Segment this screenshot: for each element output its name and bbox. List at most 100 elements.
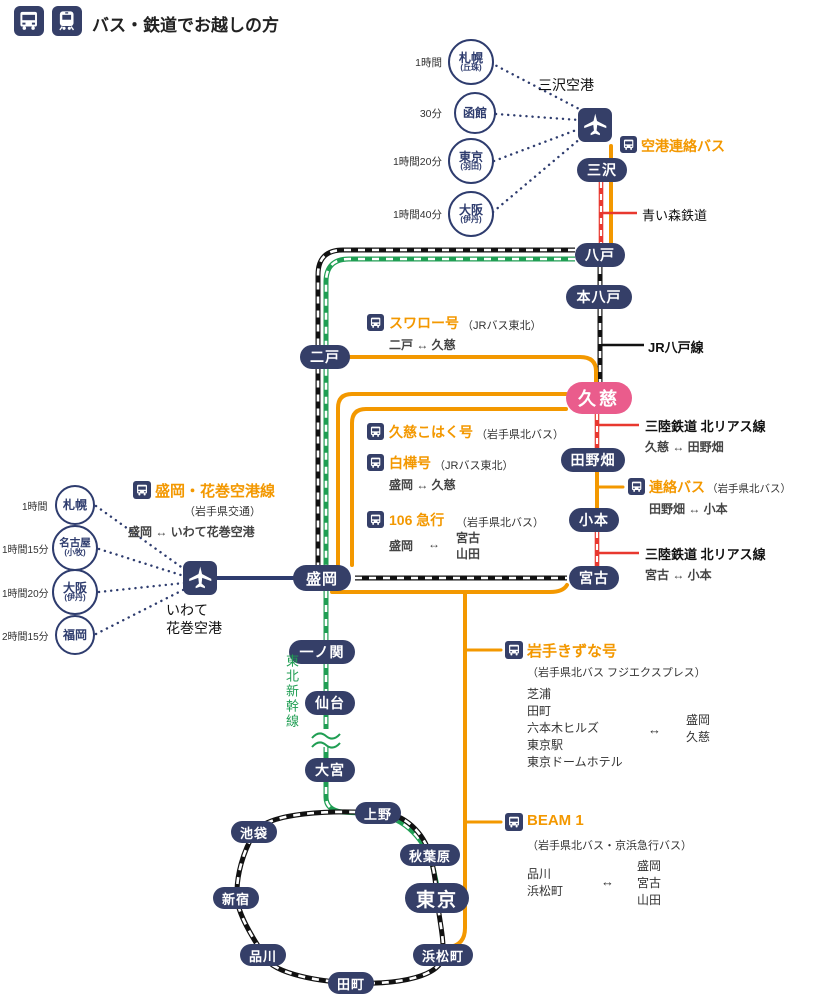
flight-city-note: (伊丹) — [64, 593, 86, 603]
route-arrow: ↔ — [601, 874, 614, 889]
hanamaki-airport-label-line1: いわて — [166, 602, 208, 618]
station-ikebukuro: 池袋 — [231, 821, 277, 843]
swallow-bus-label: スワロー号 — [389, 315, 459, 331]
flight-city-osaka-itami-2: 大阪 (伊丹) — [52, 569, 98, 615]
kizuna-stop: 六本木ヒルズ — [527, 721, 600, 735]
shinkansen-label: 東北新幹線 — [284, 654, 299, 729]
kizuna-dest: 盛岡 — [686, 713, 711, 727]
renraku-bus-operator: （岩手県北バス） — [707, 483, 791, 495]
bus-icon — [14, 6, 44, 36]
kizuna-stops: 芝浦 田町 六本木ヒルズ 東京駅 東京ドームホテル — [527, 686, 623, 771]
hanamaki-airport-label-line2: 花巻空港 — [166, 620, 222, 636]
flight-city-note: (丘珠) — [460, 63, 482, 73]
flight-city-label: 大阪 — [62, 580, 87, 595]
bus-icon — [367, 423, 384, 440]
beam1-dest: 宮古 — [637, 876, 662, 890]
flight-duration: 1時間20分 — [392, 156, 442, 168]
station-tanohata: 田野畑 — [561, 448, 625, 472]
beam1-dest: 山田 — [637, 893, 662, 907]
beam1-dest: 盛岡 — [637, 859, 662, 873]
kohaku-bus-operator: （岩手県北バス） — [476, 429, 564, 441]
bus-icon — [367, 511, 384, 528]
station-ueno: 上野 — [355, 802, 401, 824]
shirakaba-bus-operator: （JRバス東北） — [434, 460, 514, 472]
train-icon — [52, 6, 82, 36]
flight-city-hakodate: 函館 — [454, 92, 496, 134]
bus-icon — [620, 136, 637, 153]
shirakaba-bus-route: 盛岡 ↔ 久慈 — [389, 478, 456, 492]
kizuna-stop: 東京ドームホテル — [527, 755, 623, 769]
flight-city-sapporo: 札幌 — [55, 485, 95, 525]
airplane-icon — [578, 108, 612, 142]
flight-city-label: 福岡 — [62, 627, 87, 642]
misawa-airport-label: 三沢空港 — [538, 77, 594, 93]
flight-city-label: 札幌 — [62, 497, 87, 512]
station-morioka: 盛岡 — [293, 565, 351, 591]
station-misawa: 三沢 — [577, 158, 627, 182]
kizuna-stop: 東京駅 — [527, 738, 564, 752]
airplane-icon — [183, 561, 217, 595]
hanamaki-airport-line-operator: （岩手県交通） — [184, 506, 261, 518]
flight-duration: 2時間15分 — [2, 632, 49, 643]
flight-city-sapporo-okadama: 札幌 (丘珠) — [448, 39, 494, 85]
flight-duration: 1時間 — [22, 502, 48, 513]
express-106-label: 106 急行 — [389, 512, 445, 528]
jr-trunk-line — [315, 247, 575, 565]
aoimori-railway-label: 青い森鉄道 — [642, 208, 708, 223]
swallow-bus-route: 二戸 ↔ 久慈 — [389, 338, 456, 352]
express-106-bus-line — [330, 583, 569, 594]
bus-icon — [505, 641, 523, 659]
beam1-stops: 品川 浜松町 — [527, 866, 563, 900]
beam1-stop: 品川 — [527, 867, 552, 881]
bus-icon — [367, 314, 384, 331]
tohoku-shinkansen-line — [323, 256, 575, 887]
kizuna-stop: 芝浦 — [527, 687, 552, 701]
renraku-bus-label: 連絡バス — [649, 479, 705, 495]
swallow-bus-line — [348, 355, 598, 385]
flight-city-note: (小牧) — [64, 548, 86, 558]
sanriku-lower-label: 三陸鉄道 北リアス線 — [645, 547, 766, 562]
flight-city-tokyo-haneda: 東京 (羽田) — [448, 138, 494, 184]
bus-icon — [367, 454, 384, 471]
swallow-bus-operator: （JRバス東北） — [462, 320, 542, 332]
station-shinjuku: 新宿 — [213, 887, 259, 909]
flight-city-nagoya-komaki: 名古屋 (小牧) — [52, 525, 98, 571]
shirakaba-bus-line — [350, 407, 568, 567]
flight-city-note: (伊丹) — [460, 215, 482, 225]
beam1-bus-label: BEAM 1 — [527, 812, 584, 829]
page-title: バス・鉄道でお越しの方 — [92, 16, 279, 35]
station-ichinoseki: 一ノ関 — [289, 640, 355, 664]
route-arrow: ↔ — [648, 722, 661, 737]
station-omoto: 小本 — [569, 508, 619, 532]
station-kuji: 久慈 — [566, 382, 632, 414]
bus-icon — [133, 481, 151, 499]
shirakaba-bus-label: 白樺号 — [389, 455, 431, 471]
bus-icon — [505, 813, 523, 831]
express-106-from: 盛岡 — [389, 539, 414, 553]
flight-city-label: 函館 — [462, 105, 487, 120]
station-akihabara: 秋葉原 — [400, 844, 460, 866]
sanriku-lower-route: 宮古 ↔ 小本 — [645, 568, 712, 582]
renraku-bus-route: 田野畑 ↔ 小本 — [649, 502, 728, 516]
line-break-mark — [310, 729, 342, 749]
beam1-stop: 浜松町 — [527, 884, 564, 898]
station-omiya: 大宮 — [305, 758, 355, 782]
station-hamamatsucho: 浜松町 — [413, 944, 473, 966]
flight-city-osaka-itami: 大阪 (伊丹) — [448, 191, 494, 237]
flight-duration: 1時間40分 — [392, 209, 442, 221]
station-hachinohe: 八戸 — [575, 243, 625, 267]
flight-city-note: (羽田) — [460, 162, 482, 172]
flight-city-label: 名古屋 — [59, 537, 91, 550]
station-ninohe: 二戸 — [300, 345, 350, 369]
hanamaki-airport-line-route: 盛岡 ↔ いわて花巻空港 — [128, 525, 255, 539]
kizuna-bus-label: 岩手きずな号 — [527, 643, 618, 660]
sanriku-upper-route: 久慈 ↔ 田野畑 — [645, 440, 724, 454]
flight-route-dotted-lines — [94, 61, 585, 636]
beam1-bus-operator: （岩手県北バス・京浜急行バス） — [527, 840, 692, 852]
sanriku-upper-label: 三陸鉄道 北リアス線 — [645, 419, 766, 434]
express-106-dest-2: 山田 — [456, 547, 481, 561]
station-tokyo: 東京 — [405, 883, 469, 913]
flight-duration: 1時間20分 — [2, 589, 49, 600]
kizuna-bus-operator: （岩手県北バス フジエクスプレス） — [527, 667, 706, 679]
